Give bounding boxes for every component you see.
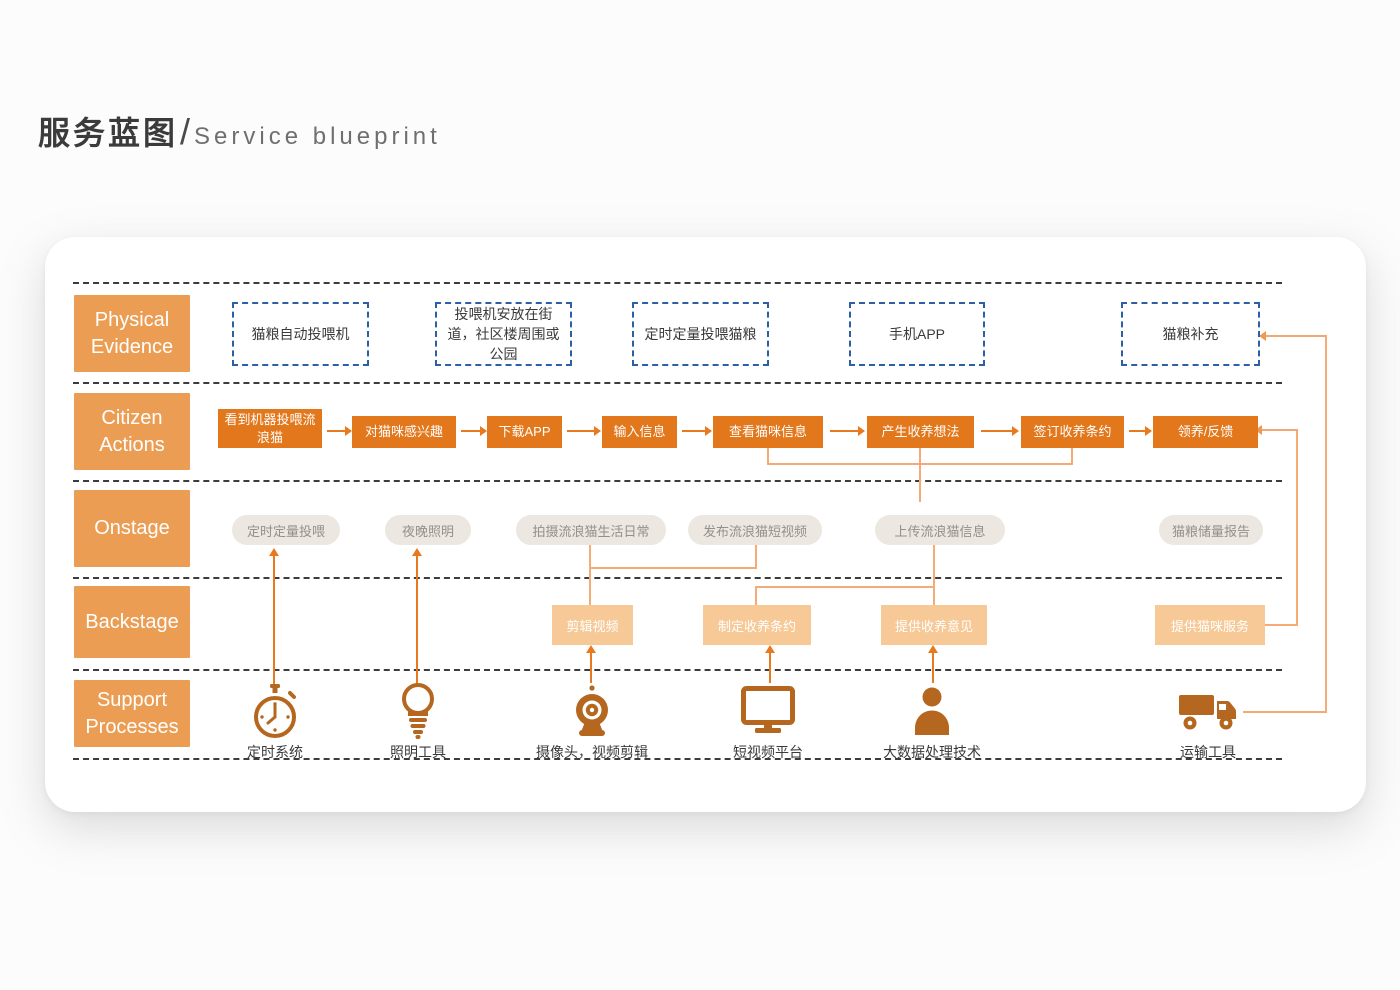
citizen-action-step: 领养/反馈 [1153, 416, 1258, 448]
up-arrow-icon [586, 645, 596, 683]
connector-line [589, 567, 757, 569]
page-title: 服务蓝图 / Service blueprint [38, 108, 441, 154]
connector-line [933, 545, 935, 605]
row-separator [73, 282, 1282, 284]
row-separator [73, 758, 1282, 760]
row-label-onstage: Onstage [74, 490, 190, 567]
connector-line [755, 545, 757, 569]
flow-arrow-icon [682, 426, 712, 436]
onstage-item: 夜晚照明 [385, 515, 471, 545]
flow-arrow-icon [461, 426, 487, 436]
row-separator [73, 669, 1282, 671]
person-icon [909, 687, 955, 735]
row-label-text: Support [96, 688, 168, 711]
up-arrow-icon [765, 645, 775, 683]
backstage-item: 剪辑视频 [552, 605, 633, 645]
row-label-text: Evidence [90, 335, 174, 358]
physical-evidence-item: 猫粮自动投喂机 [232, 302, 369, 366]
backstage-item: 提供猫咪服务 [1155, 605, 1265, 645]
page-title-chinese: 服务蓝图 [38, 115, 179, 151]
flow-arrow-icon [327, 426, 352, 436]
support-process-label: 照明工具 [390, 744, 446, 760]
connector-line [589, 545, 591, 605]
connector-line [1265, 624, 1298, 626]
support-process-label: 短视频平台 [733, 744, 803, 760]
citizen-action-step: 对猫咪感兴趣 [352, 416, 456, 448]
left-arrow-icon [1259, 331, 1327, 341]
stopwatch-icon [249, 684, 301, 740]
row-label-text: Citizen [101, 406, 163, 429]
onstage-item: 定时定量投喂 [232, 515, 340, 545]
support-process-label: 大数据处理技术 [883, 744, 981, 760]
flow-arrow-icon [1129, 426, 1152, 436]
physical-evidence-item: 猫粮补充 [1121, 302, 1260, 366]
lightbulb-icon [398, 682, 438, 740]
connector-line [755, 586, 757, 605]
left-arrow-icon [1255, 425, 1298, 435]
onstage-item: 猫粮储量报告 [1159, 515, 1263, 545]
row-label-text: Backstage [85, 610, 179, 633]
row-label-text: Onstage [94, 517, 170, 539]
citizen-action-step: 查看猫咪信息 [713, 416, 823, 448]
support-process-label: 摄像头，视频剪辑 [536, 744, 648, 760]
row-separator [73, 480, 1282, 482]
connector-line [755, 586, 935, 588]
citizen-action-step: 输入信息 [602, 416, 677, 448]
row-label-text: Actions [99, 433, 165, 456]
row-label-text: Processes [85, 715, 179, 738]
connector-line [1296, 429, 1298, 626]
up-arrow-icon [412, 548, 422, 686]
row-label-citizen-actions: Citizen Actions [74, 393, 190, 470]
citizen-action-step: 下载APP [487, 416, 562, 448]
row-label-support-processes: Support Processes [74, 680, 190, 747]
page-title-english: Service blueprint [194, 123, 441, 150]
row-label-text: Physical [94, 308, 170, 331]
onstage-item: 拍摄流浪猫生活日常 [516, 515, 666, 545]
title-separator: / [180, 111, 191, 152]
row-separator [73, 382, 1282, 384]
up-arrow-icon [928, 645, 938, 683]
onstage-item: 发布流浪猫短视频 [688, 515, 822, 545]
citizen-action-step: 产生收养想法 [867, 416, 974, 448]
physical-evidence-item: 投喂机安放在街道，社区楼周围或公园 [435, 302, 572, 366]
row-separator [73, 577, 1282, 579]
support-process-label: 运输工具 [1180, 744, 1236, 760]
flow-arrow-icon [567, 426, 601, 436]
flow-arrow-icon [830, 426, 865, 436]
onstage-item: 上传流浪猫信息 [875, 515, 1005, 545]
connector-line [767, 448, 769, 465]
flow-arrow-icon [981, 426, 1019, 436]
citizen-action-step: 看到机器投喂流浪猫 [218, 409, 322, 448]
row-label-physical-evidence: Physical Evidence [74, 295, 190, 372]
physical-evidence-item: 手机APP [849, 302, 985, 366]
truck-icon [1179, 691, 1239, 733]
support-process-label: 定时系统 [247, 744, 303, 760]
connector-line [1325, 335, 1327, 713]
citizen-action-step: 签订收养条约 [1021, 416, 1124, 448]
connector-line [1243, 711, 1327, 713]
backstage-item: 提供收养意见 [881, 605, 987, 645]
webcam-icon [570, 684, 614, 738]
connector-line [919, 448, 921, 502]
backstage-item: 制定收养条约 [703, 605, 811, 645]
connector-line [1071, 448, 1073, 465]
physical-evidence-item: 定时定量投喂猫粮 [632, 302, 769, 366]
monitor-icon [741, 686, 795, 734]
up-arrow-icon [269, 548, 279, 686]
row-label-backstage: Backstage [74, 586, 190, 658]
